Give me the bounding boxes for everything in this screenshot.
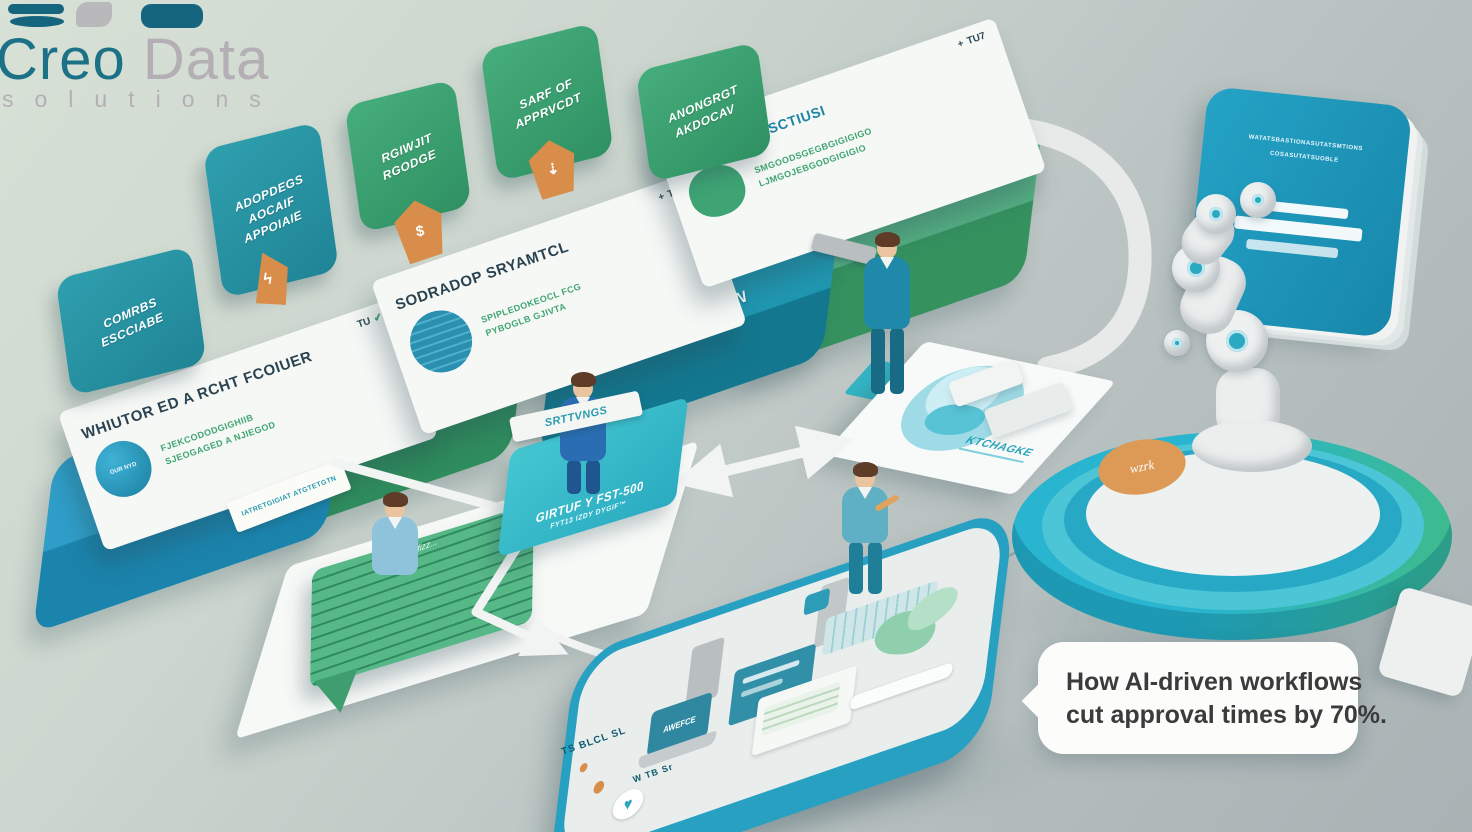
logo-mark-ellipse-icon (10, 16, 64, 27)
orange-dot-2 (579, 761, 588, 774)
logo-mark-square-icon (141, 4, 203, 28)
person-middle-leg (566, 460, 581, 494)
robot-arm-joint-3 (1164, 330, 1190, 356)
logo-mark-gray-icon (76, 2, 112, 27)
pedestal-badge-text: wzrk (1128, 456, 1156, 477)
person-right-hair (874, 232, 900, 247)
callout-line2: cut approval times by 70%. (1066, 700, 1387, 729)
person-seated (372, 492, 418, 575)
logo-word-creo: Creo (0, 27, 126, 92)
heart-logo: ♥ (611, 784, 645, 824)
orange-dot-1 (592, 779, 605, 796)
logo-wordmark: Creo Data (0, 26, 269, 93)
person-middle-leg (585, 460, 600, 494)
person-on-phone-hair (852, 462, 878, 477)
callout-line1: How AI-driven workflows (1066, 668, 1363, 696)
person-middle-hair (570, 372, 596, 387)
mini-laptop-text: AWEFCE (662, 713, 697, 735)
person-middle (560, 372, 606, 494)
logo-mark-bar-icon (8, 4, 64, 14)
robot-arm-gripper-1 (1196, 194, 1236, 234)
person-right-torso (864, 257, 910, 329)
person-right-leg (889, 328, 904, 394)
book-bar-2 (1233, 215, 1363, 242)
robot-arm-base (1192, 420, 1312, 472)
person-on-phone-torso (842, 487, 888, 543)
person-seated-torso (372, 517, 418, 575)
heart-icon: ♥ (622, 793, 634, 816)
person-on-phone-leg (867, 542, 882, 594)
logo-subtitle: solutions (2, 86, 282, 112)
person-on-phone-leg (848, 542, 863, 594)
mini-slider (849, 661, 954, 712)
person-seated-hair (382, 492, 408, 507)
zigzag-arrow (330, 457, 569, 657)
book-bar-3 (1245, 238, 1339, 259)
person-right-leg (870, 328, 885, 394)
person-right (864, 232, 910, 394)
robot-arm-gripper-2 (1240, 182, 1276, 218)
curved-pipe (943, 116, 1152, 380)
double-arrow (673, 425, 855, 498)
logo-word-data: Data (142, 27, 270, 92)
person-on-phone (842, 462, 888, 594)
callout-bubble: How AI-driven workflows cut approval tim… (1021, 642, 1387, 754)
logo-mark (8, 2, 208, 32)
